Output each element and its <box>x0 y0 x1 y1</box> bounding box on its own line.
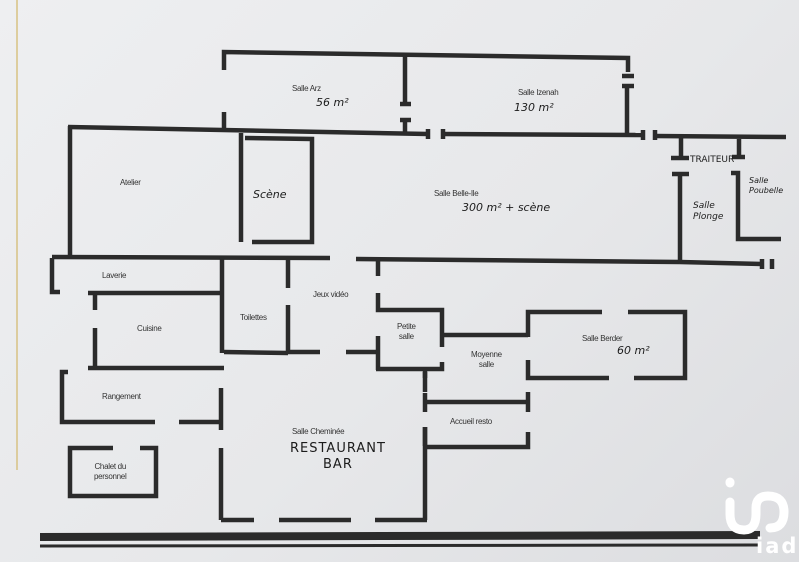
iad-logo-mark-icon <box>725 477 789 535</box>
iad-logo: iad <box>712 474 796 560</box>
room-salle-berder-label: Salle Berder <box>582 334 623 343</box>
room-rangement-label: Rangement <box>102 392 141 401</box>
room-salle-berder-area: 60 m² <box>617 344 650 357</box>
room-salle-cheminee-subtitle: RESTAURANT BAR <box>290 441 386 472</box>
room-salle-izenah-area: 130 m² <box>514 101 554 114</box>
room-chalet-line-1: Chalet du <box>94 462 126 471</box>
room-laverie-label: Laverie <box>102 271 127 280</box>
room-toilettes-label: Toilettes <box>240 313 267 322</box>
room-salle-cheminee-label: Salle Cheminée <box>292 427 345 436</box>
room-petite-salle-line-2: salle <box>398 332 414 342</box>
room-salle-izenah-label: Salle Izenah <box>518 88 559 97</box>
room-petite-salle-line-1: Petite <box>397 322 416 331</box>
room-chalet-line-2: personnel <box>94 472 127 482</box>
room-salle-poubelle-label: Salle Poubelle <box>749 176 783 195</box>
room-moyenne-salle-label: Moyenne salle <box>471 350 502 371</box>
room-jeux-video-label: Jeux vidéo <box>313 290 349 299</box>
room-chalet-personnel-label: Chalet du personnel <box>94 462 127 483</box>
room-petite-salle-label: Petite salle <box>397 322 416 343</box>
room-scene-label: Scène <box>253 188 287 201</box>
iad-logo-text: iad <box>756 534 799 558</box>
room-cuisine-label: Cuisine <box>137 324 162 333</box>
room-salle-poubelle-line-1: Salle <box>749 176 769 185</box>
bar-label: BAR <box>323 456 353 472</box>
room-salle-arz-area: 56 m² <box>316 96 349 109</box>
paper-margin-line <box>16 0 18 470</box>
room-moyenne-salle-line-1: Moyenne <box>471 350 502 359</box>
room-salle-plonge-line-1: Salle <box>693 201 715 211</box>
room-atelier-label: Atelier <box>120 178 141 187</box>
room-salle-belle-ile-label: Salle Belle-Ile <box>434 189 479 198</box>
room-salle-belle-ile-area: 300 m² + scène <box>462 201 551 214</box>
room-accueil-resto-label: Accueil resto <box>450 417 492 426</box>
room-salle-plonge-label: Salle Plonge <box>693 201 723 223</box>
room-salle-arz-label: Salle Arz <box>292 84 321 93</box>
room-moyenne-salle-line-2: salle <box>478 360 494 370</box>
room-traiteur-label: TRAITEUR <box>690 155 735 165</box>
room-salle-plonge-line-2: Plonge <box>693 211 724 222</box>
restaurant-label: RESTAURANT <box>290 441 386 456</box>
room-salle-poubelle-line-2: Poubelle <box>749 185 784 195</box>
